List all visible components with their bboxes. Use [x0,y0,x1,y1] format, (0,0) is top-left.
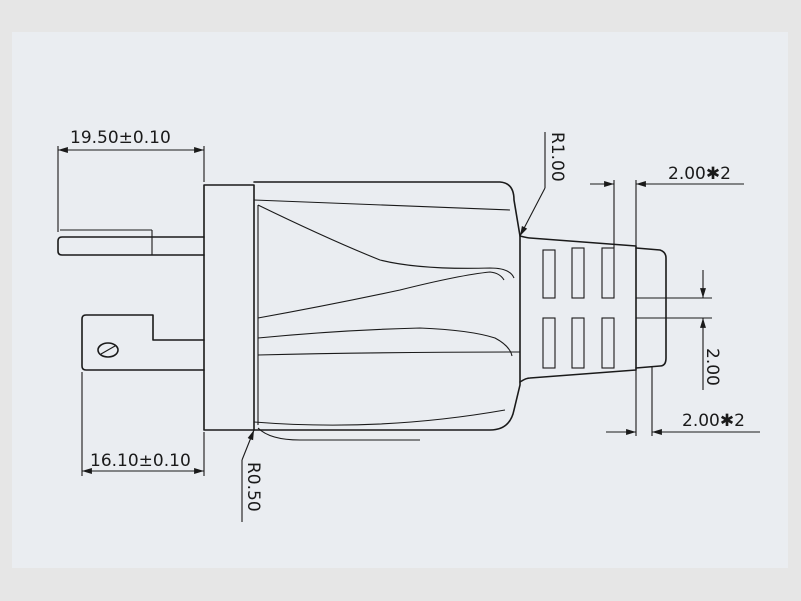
drawing-sheet [12,32,788,568]
rib-pitch-top-label: 2.00✱2 [668,164,731,184]
radius-r100-label: R1.00 [547,132,567,182]
strain-relief [519,235,667,383]
rib-gap-label: 2.00 [702,348,722,386]
dimension-bottom-pin: 16.10±0.10 [81,372,205,476]
dimension-rib-pitch-top: 2.00✱2 [590,164,744,248]
dimension-top-pin: 19.50±0.10 [57,128,205,232]
dimension-rib-pitch-bottom: 2.00✱2 [606,366,760,436]
top-pin-length-label: 19.50±0.10 [70,128,171,148]
radius-r050-label: R0.50 [243,462,263,512]
plug-body [203,181,521,441]
rib-pitch-bottom-label: 2.00✱2 [682,411,745,431]
top-blade-pin [57,229,205,256]
radius-r050-callout: R0.50 [241,429,263,522]
pin-hole [97,342,119,358]
ground-pin [81,314,205,371]
dimension-rib-gap: 2.00 [652,270,722,390]
radius-r100-callout: R1.00 [519,132,567,237]
bottom-pin-length-label: 16.10±0.10 [90,451,191,471]
